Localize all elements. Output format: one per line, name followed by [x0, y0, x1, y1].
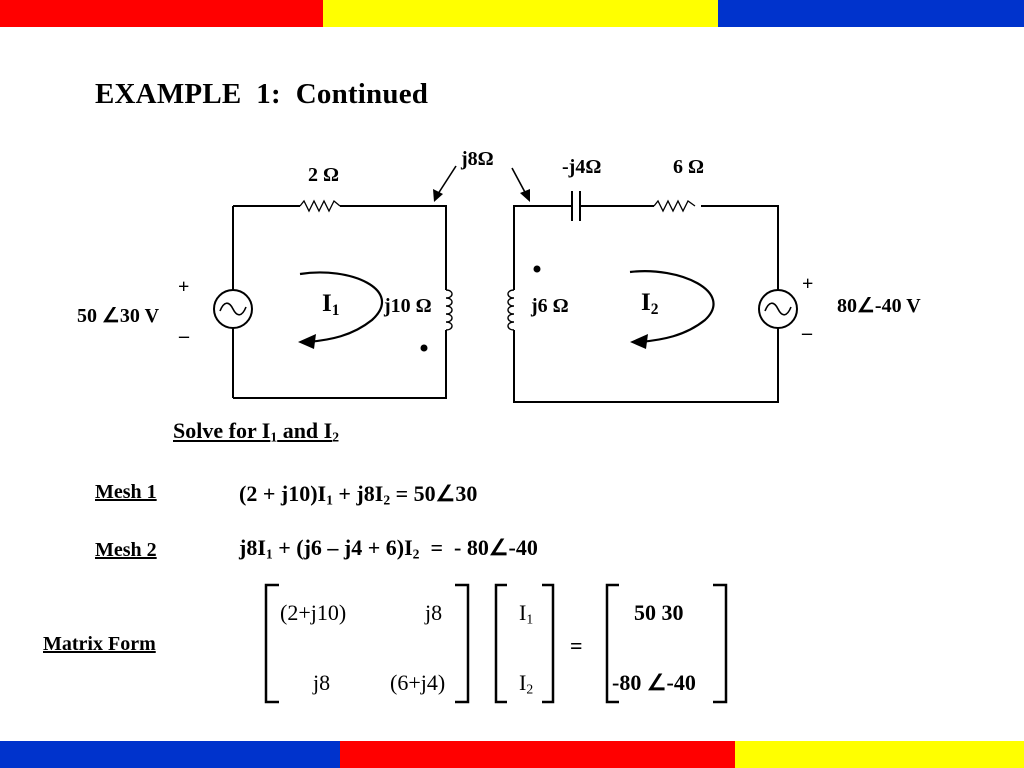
matrix-a11: (2+j10): [280, 600, 347, 625]
resistor-6-ohm-label: 6 Ω: [673, 156, 705, 178]
capacitor-label: -j4Ω: [562, 156, 602, 178]
source-2-plus: +: [802, 273, 814, 295]
vector-b-bracket-left: [605, 583, 619, 704]
resistor-2-ohm: [299, 199, 341, 213]
inductor-l2: [507, 289, 515, 331]
matrix-b2: -80 ∠-40: [612, 670, 696, 695]
voltage-source-1: [213, 289, 253, 329]
mesh2-equation: j8I1 + (j6 – j4 + 6)I2 = - 80∠-40: [239, 535, 538, 562]
bottom-bar-segment-2: [735, 741, 1024, 768]
mesh1-label: Mesh 1: [95, 481, 157, 503]
top-bar-segment-2: [717, 0, 1024, 27]
inductor-l2-label: j6 Ω: [531, 295, 569, 317]
mutual-arrow-right-head: [520, 189, 530, 202]
slide-title: EXAMPLE 1: Continued: [95, 78, 429, 110]
coeff-bracket-right: [455, 583, 470, 704]
top-color-bar: [0, 0, 1024, 27]
vector-x-bracket-right: [542, 583, 555, 704]
mutual-inductance-label: j8Ω: [461, 148, 494, 170]
bottom-color-bar: [0, 741, 1024, 768]
source-1-value: 50 ∠30 V: [77, 305, 160, 327]
vector-x-bracket-left: [494, 583, 507, 704]
inductor-l1: [445, 289, 453, 331]
matrix-equals: =: [570, 633, 583, 658]
matrix-x2: I2: [519, 670, 534, 697]
mesh2-current-arrow: [629, 270, 715, 344]
left-loop-wire-top: [233, 205, 447, 290]
solve-statement: Solve for I1 and I2: [173, 418, 340, 445]
voltage-source-2: [758, 289, 798, 329]
vector-b-bracket-right: [713, 583, 728, 704]
matrix-x1: I1: [519, 600, 534, 627]
mutual-arrow-left-head: [433, 189, 443, 202]
mesh1-current-arrow: [299, 271, 384, 344]
matrix-a12: j8: [425, 600, 443, 625]
source-1-plus: +: [178, 276, 190, 298]
right-loop-wire-top: [513, 205, 779, 290]
matrix-a22: (6+j4): [390, 670, 446, 695]
top-bar-segment-0: [0, 0, 323, 27]
resistor-6-ohm: [653, 199, 696, 213]
mesh1-current-label: I1: [322, 290, 340, 319]
dot-l1: [420, 344, 428, 352]
source-2-minus: –: [802, 322, 812, 344]
source-2-value: 80∠-40 V: [837, 295, 921, 317]
mesh1-arrow-head: [298, 334, 316, 349]
bottom-bar-segment-1: [339, 741, 736, 768]
mutual-arrow-left: [435, 165, 457, 198]
capacitor-minus-j4: [571, 191, 581, 221]
resistor-2-ohm-label: 2 Ω: [308, 164, 340, 186]
source-2-tilde: [764, 302, 792, 316]
coeff-bracket-left: [264, 583, 279, 704]
mesh2-label: Mesh 2: [95, 539, 157, 561]
mesh2-arrow-head: [630, 334, 648, 349]
top-bar-segment-1: [322, 0, 718, 27]
bottom-bar-segment-0: [0, 741, 340, 768]
inductor-l1-label: j10 Ω: [384, 295, 432, 317]
dot-l2: [533, 265, 541, 273]
mesh1-equation: (2 + j10)I1 + j8I2 = 50∠30: [239, 481, 478, 508]
left-loop-wire-bottom: [233, 330, 447, 399]
matrix-a21: j8: [313, 670, 331, 695]
mesh2-current-label: I2: [641, 289, 659, 318]
right-loop-wire-bottom: [513, 328, 779, 403]
source-1-minus: –: [179, 325, 189, 347]
matrix-form-label: Matrix Form: [43, 633, 156, 655]
source-1-tilde: [219, 302, 247, 316]
matrix-b1: 50 30: [634, 600, 684, 625]
